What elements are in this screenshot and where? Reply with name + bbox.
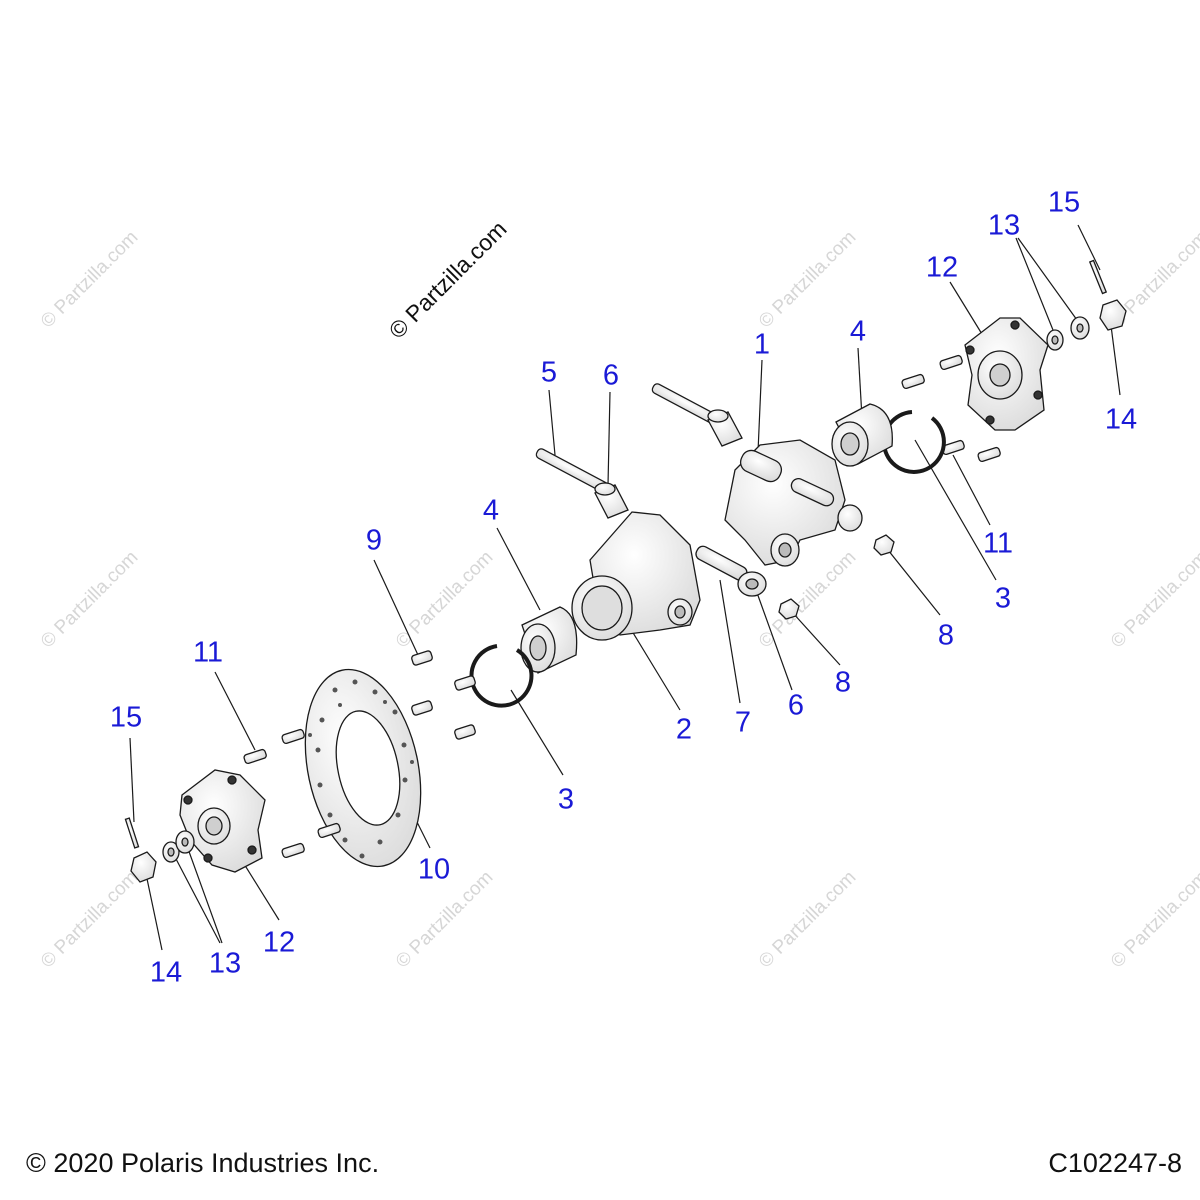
callout-8[interactable]: 8	[937, 619, 955, 652]
brake-disc	[304, 668, 422, 868]
left-castle-nut	[130, 851, 157, 883]
lower-knuckle	[571, 511, 701, 641]
callout-8[interactable]: 8	[834, 666, 852, 699]
left-snap-ring	[469, 644, 534, 708]
callout-4[interactable]: 4	[849, 315, 867, 348]
callout-14[interactable]: 14	[1104, 403, 1138, 436]
bushing-6	[594, 482, 629, 519]
callout-10[interactable]: 10	[417, 853, 451, 886]
bushing-6-lower	[737, 571, 767, 597]
callout-1[interactable]: 1	[753, 328, 771, 361]
callout-15[interactable]: 15	[1047, 186, 1081, 219]
right-castle-nut	[1099, 299, 1127, 331]
left-washer-hole	[167, 847, 175, 857]
left-hub-studs	[243, 728, 341, 859]
callout-13[interactable]: 13	[208, 947, 242, 980]
upper-bushing	[707, 409, 743, 447]
parts	[124, 259, 1127, 883]
right-cotter-pin	[1088, 259, 1108, 295]
callout-12[interactable]: 12	[925, 251, 959, 284]
left-hub	[179, 769, 266, 873]
callout-3[interactable]: 3	[994, 582, 1012, 615]
callout-7[interactable]: 7	[734, 706, 752, 739]
callout-9[interactable]: 9	[365, 524, 383, 557]
copyright-notice: © 2020 Polaris Industries Inc.	[26, 1148, 380, 1178]
callout-2[interactable]: 2	[675, 713, 693, 746]
right-washer-hole	[1051, 335, 1059, 345]
left-cotter-pin	[124, 817, 140, 849]
right-hub	[964, 317, 1049, 431]
nut-8-lower	[778, 598, 800, 620]
callout-3[interactable]: 3	[557, 783, 575, 816]
callout-5[interactable]: 5	[540, 356, 558, 389]
callout-6[interactable]: 6	[787, 689, 805, 722]
diagram-id: C102247-8	[1048, 1148, 1182, 1178]
upper-knuckle	[724, 439, 863, 567]
callout-11[interactable]: 11	[982, 527, 1014, 560]
brake-bolts	[411, 650, 476, 740]
right-washer-hole	[1076, 323, 1084, 333]
callout-4[interactable]: 4	[482, 494, 500, 527]
right-hub-studs	[901, 354, 1001, 463]
callout-12[interactable]: 12	[262, 926, 296, 959]
left-washer-hole	[181, 837, 189, 847]
right-snap-ring	[881, 410, 946, 474]
right-bearing	[831, 403, 893, 467]
callout-11[interactable]: 11	[192, 636, 224, 669]
callout-14[interactable]: 14	[149, 956, 183, 989]
callout-6[interactable]: 6	[602, 359, 620, 392]
callout-13[interactable]: 13	[987, 209, 1021, 242]
left-bearing	[520, 606, 578, 674]
callout-15[interactable]: 15	[109, 701, 143, 734]
nut-8-upper	[873, 534, 895, 556]
